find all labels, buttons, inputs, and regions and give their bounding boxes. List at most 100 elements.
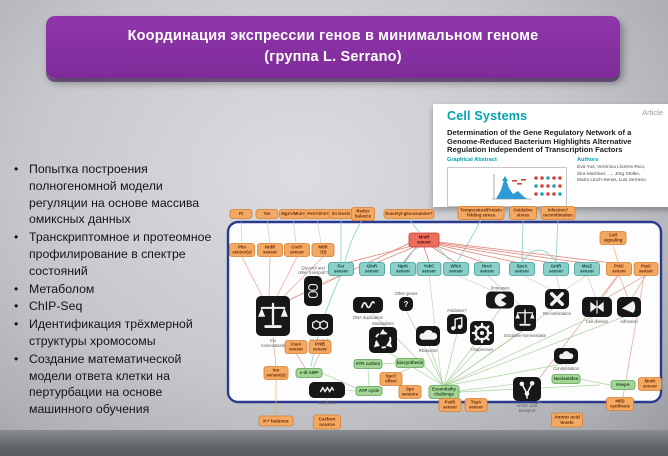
svg-text:Glycolysis: Glycolysis xyxy=(318,400,337,405)
edge xyxy=(443,363,564,387)
svg-text:sensor: sensor xyxy=(612,269,626,274)
svg-text:Redox: Redox xyxy=(356,209,370,214)
metabolism-icon: Metabolism xyxy=(369,321,397,353)
article-tag: Article xyxy=(642,108,663,117)
edge xyxy=(534,399,561,414)
histogram-shape xyxy=(496,177,527,199)
svg-text:effect: effect xyxy=(385,379,397,384)
svg-text:sensor: sensor xyxy=(643,384,657,389)
edge xyxy=(428,344,445,387)
ribosome-icon: Ribosome xyxy=(416,326,440,353)
svg-text:sensor: sensor xyxy=(639,269,653,274)
svg-text:HprK: HprK xyxy=(398,264,409,269)
title-line-2: (группа L. Serrano) xyxy=(264,49,402,65)
svg-text:sensor(s): sensor(s) xyxy=(232,250,252,255)
recombination-icon: Recombination xyxy=(543,289,572,316)
bullet-item: Попытка построения полногеномной модели … xyxy=(8,161,224,228)
svg-text:NrdR: NrdR xyxy=(265,245,276,250)
edge xyxy=(367,368,370,387)
edge xyxy=(443,332,458,387)
svg-text:N-acetyl-glucosamine?: N-acetyl-glucosamine? xyxy=(385,211,432,216)
svg-text:CsaA: CsaA xyxy=(291,342,302,347)
edge xyxy=(266,218,271,244)
svg-text:Chaperones: Chaperones xyxy=(471,347,494,352)
label-k-balance: K+ balance xyxy=(258,415,294,427)
svg-text:sensor: sensor xyxy=(263,250,277,255)
svg-text:Proteases: Proteases xyxy=(491,286,510,291)
edge xyxy=(601,274,620,299)
author-line-1: Eva Yus, Verónica Lloréns-Rico, xyxy=(577,165,646,170)
svg-text:PrpC: PrpC xyxy=(641,264,651,269)
svg-text:Other genes: Other genes xyxy=(394,291,417,296)
svg-text:MraZ: MraZ xyxy=(582,264,593,269)
edge xyxy=(612,244,619,263)
edge xyxy=(604,274,647,300)
edge xyxy=(321,372,357,389)
metabolite-nucleotides: Nucleotides xyxy=(551,374,581,384)
svg-text:Foldases?: Foldases? xyxy=(447,308,467,313)
svg-text:Cell division: Cell division xyxy=(586,319,609,324)
svg-text:Adhesion: Adhesion xyxy=(620,319,638,324)
svg-text:sensor: sensor xyxy=(289,347,303,352)
svg-text:challenge: challenge xyxy=(434,392,454,397)
edge xyxy=(521,249,557,263)
edge xyxy=(268,256,271,299)
svg-text:ATP cycle: ATP cycle xyxy=(359,388,380,393)
adhesion-icon: Adhesion xyxy=(617,297,641,324)
svg-text:levels: levels xyxy=(560,420,574,426)
edge xyxy=(272,336,277,367)
metabolite-cdiamp: c-di-AMP xyxy=(295,368,323,378)
svg-text:sensors: sensors xyxy=(402,392,419,397)
edge xyxy=(622,275,645,398)
svg-text:transport: transport xyxy=(519,408,536,413)
metabolite-atp-cycle: ATP cycle xyxy=(355,386,383,396)
svg-text:Glycerol and: Glycerol and xyxy=(301,265,325,270)
stim-fe-zn: Fe2+/Zn2+ xyxy=(304,209,332,219)
bullet-list: Попытка построения полногеномной модели … xyxy=(8,161,224,419)
bullet-item: Идентификация трёхмерной структуры хромо… xyxy=(8,316,224,350)
proteases-icon: Proteases xyxy=(486,286,514,309)
edge xyxy=(405,309,445,387)
svg-text:Tse: Tse xyxy=(263,211,271,216)
svg-text:Oxidative: Oxidative xyxy=(513,208,533,213)
svg-text:sensor: sensor xyxy=(443,405,457,410)
svg-text:MtlD: MtlD xyxy=(615,399,624,404)
stim-pi: Pi xyxy=(229,209,253,219)
svg-text:SpxA: SpxA xyxy=(517,264,528,269)
svg-text:signaling: signaling xyxy=(604,238,623,243)
condensation-icon: Condensation xyxy=(553,348,580,371)
svg-text:PrkC: PrkC xyxy=(614,264,624,269)
svg-text:Essentiality: Essentiality xyxy=(432,387,456,392)
edge xyxy=(408,218,420,233)
metabolite-atp-carbon: ATP, carbon xyxy=(353,359,383,369)
svg-text:sensor: sensor xyxy=(549,269,563,274)
glycolysis-icon: Glycolysis xyxy=(309,382,345,405)
svg-text:synthesis: synthesis xyxy=(610,404,630,409)
edge xyxy=(579,378,611,386)
edge xyxy=(241,256,264,299)
nucleotide-synthesis-icon: Nucleotide xyxy=(307,314,333,343)
edge xyxy=(521,219,524,263)
edge xyxy=(455,274,499,294)
foldases-icon: Foldases? xyxy=(447,308,467,334)
thumbnail-chart xyxy=(492,174,562,200)
svg-text:stress: stress xyxy=(517,213,530,218)
stim-infection: Infection?recombination xyxy=(540,206,576,220)
bullet-item: Создание математической модели ответа кл… xyxy=(8,351,224,418)
edge xyxy=(312,352,321,369)
edge xyxy=(381,362,397,365)
edge xyxy=(375,246,415,264)
edge xyxy=(316,218,322,244)
svg-text:Cell: Cell xyxy=(609,233,617,238)
edge xyxy=(486,274,522,307)
